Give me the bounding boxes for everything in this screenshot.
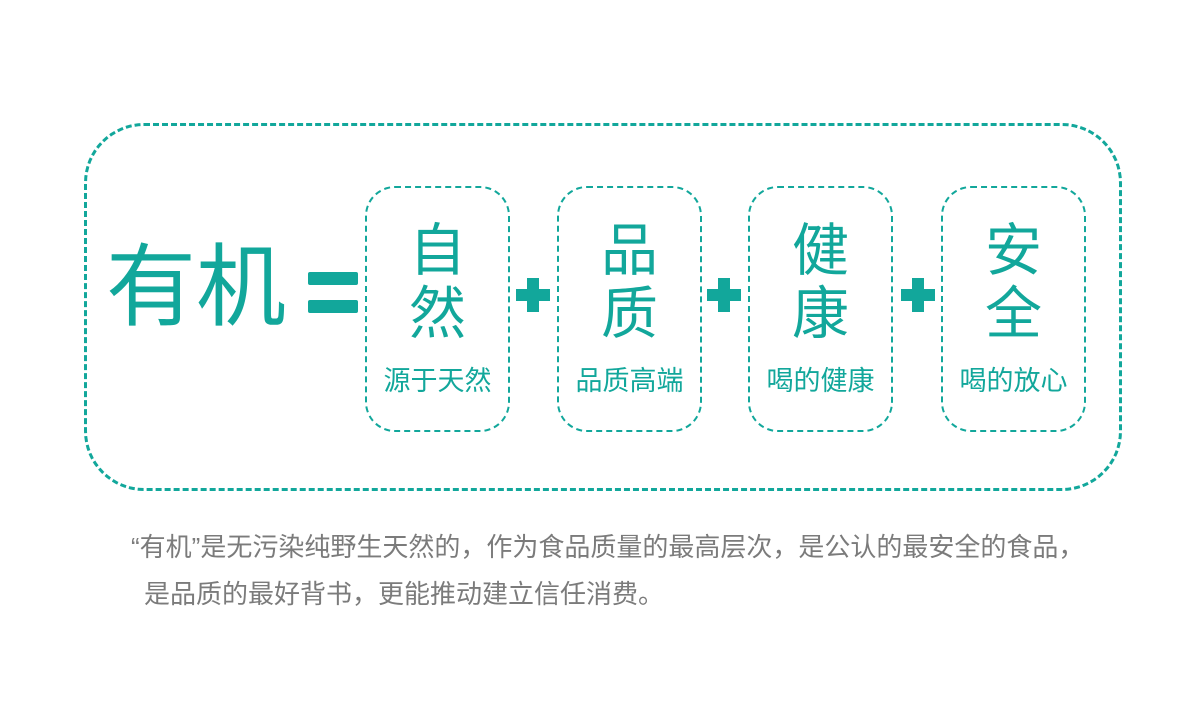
plus-icon: [901, 278, 935, 312]
term-word-health: 健康: [792, 219, 849, 346]
equation-lhs: 有机: [106, 238, 286, 338]
term-caption-safety: 喝的放心: [959, 366, 1068, 396]
term-word-quality: 品质: [601, 219, 658, 346]
footnote-line-2: 是品质的最好背书，更能推动建立信任消费。: [144, 579, 665, 609]
plus-icon: [516, 278, 550, 312]
term-caption-health: 喝的健康: [766, 366, 875, 396]
term-word-safety: 安全: [985, 219, 1042, 346]
term-caption-nature: 源于天然: [383, 366, 492, 396]
equals-bar-top: [308, 272, 358, 285]
plus-icon: [707, 278, 741, 312]
footnote-paragraph: “有机”是无污染纯野生天然的，作为食品质量的最高层次，是公认的最安全的食品， 是…: [131, 524, 1084, 618]
term-box-quality: 品质 品质高端: [557, 186, 702, 432]
equals-icon: [308, 272, 358, 313]
equals-bar-bottom: [308, 300, 358, 313]
term-box-nature: 自然 源于天然: [365, 186, 510, 432]
term-box-health: 健康 喝的健康: [748, 186, 893, 432]
term-word-nature: 自然: [409, 219, 466, 346]
footnote-line-1: “有机”是无污染纯野生天然的，作为食品质量的最高层次，是公认的最安全的食品，: [131, 532, 1085, 562]
term-box-safety: 安全 喝的放心: [941, 186, 1086, 432]
term-caption-quality: 品质高端: [575, 366, 684, 396]
equation-frame: [84, 123, 1122, 491]
